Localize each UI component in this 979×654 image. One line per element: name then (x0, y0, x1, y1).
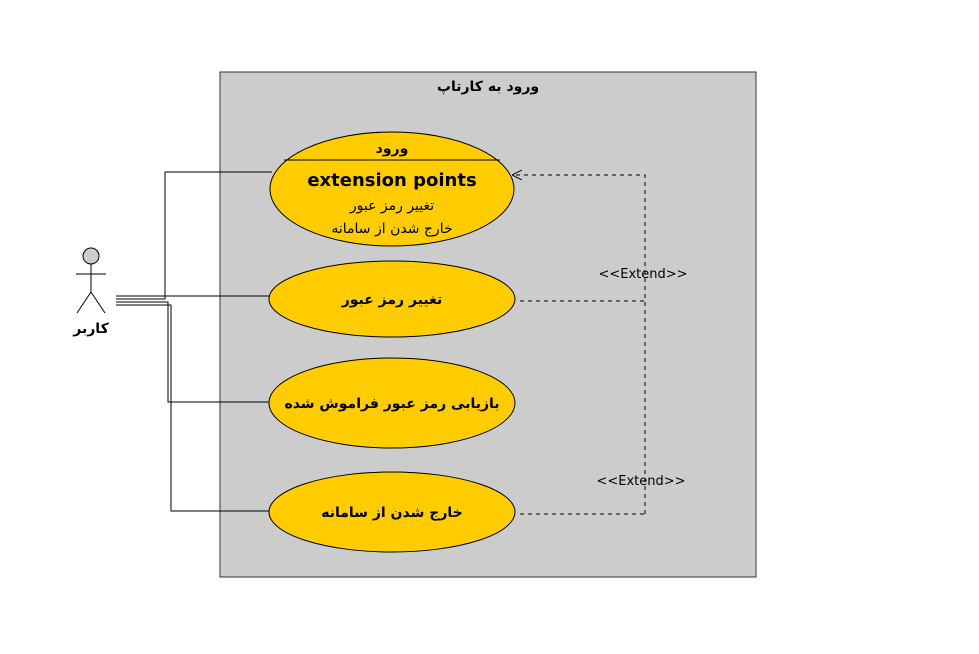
use-case-logout-name: خارج شدن از سامانه (321, 505, 462, 521)
use-case-recover-password-name: بازیابی رمز عبور فراموش شده (284, 396, 499, 412)
extend-label-2: <<Extend>> (596, 474, 685, 489)
extend-line-to-login[interactable] (512, 175, 646, 514)
use-case-login[interactable]: ورود extension points تغییر رمز عبور خار… (269, 131, 515, 247)
actor-user[interactable]: کاربر (72, 247, 110, 337)
use-case-login-name: ورود (376, 141, 409, 157)
use-case-change-password-shape (268, 260, 516, 338)
use-case-change-password-name: تغییر رمز عبور (341, 292, 443, 308)
use-case-change-password[interactable]: تغییر رمز عبور (268, 260, 516, 338)
extension-point-logout: خارج شدن از سامانه (331, 221, 452, 237)
system-title: ورود به کارتاپ (437, 79, 539, 95)
actor-head-icon (82, 247, 100, 265)
association-recover-password[interactable] (116, 301, 272, 403)
extension-point-change-password: تغییر رمز عبور (349, 198, 434, 214)
association-login[interactable] (116, 171, 272, 300)
association-logout[interactable] (116, 304, 272, 512)
extend-label-1: <<Extend>> (598, 267, 687, 282)
use-case-logout[interactable]: خارج شدن از سامانه (268, 471, 516, 553)
extension-points-header: extension points (307, 170, 476, 191)
actor-right-leg (90, 291, 106, 314)
actor-name: کاربر (72, 321, 109, 337)
use-case-recover-password-shape (268, 357, 516, 449)
actor-left-leg (76, 291, 92, 314)
use-case-logout-shape (268, 471, 516, 553)
use-case-recover-password[interactable]: بازیابی رمز عبور فراموش شده (268, 357, 516, 449)
